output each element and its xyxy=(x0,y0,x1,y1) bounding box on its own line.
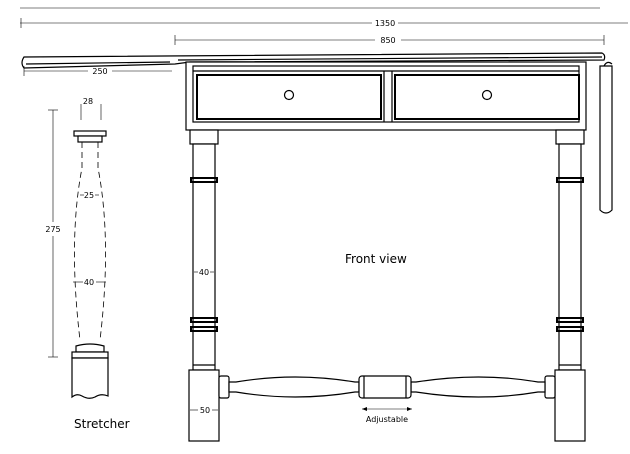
drawer-knob-left[interactable] xyxy=(283,89,295,101)
leg-right xyxy=(554,129,586,442)
dimension-25-label: 25 xyxy=(84,191,94,200)
drawer-left[interactable] xyxy=(283,89,295,101)
dimension-850-label: 850 xyxy=(380,36,395,45)
dimension-40-label: 40 xyxy=(84,278,94,287)
dimension-850: 850 xyxy=(174,35,605,45)
adjustable-label: Adjustable xyxy=(366,415,408,424)
dimension-275-label: 275 xyxy=(45,225,60,234)
dimension-250-label: 250 xyxy=(92,67,107,76)
dimension-1350-label: 1350 xyxy=(375,19,395,28)
dimension-leg-40-label: 40 xyxy=(199,268,209,277)
stretcher-label: Stretcher xyxy=(74,417,130,431)
table-top xyxy=(21,52,606,69)
adjustable-indicator: Adjustable xyxy=(362,407,412,424)
dimension-1350: 1350 xyxy=(20,7,628,28)
dimension-250: 250 xyxy=(23,66,172,76)
dimension-foot-50-label: 50 xyxy=(200,406,210,415)
dimension-foot-50: 50 xyxy=(190,406,218,415)
stretcher-turned xyxy=(218,375,556,399)
drop-leaf xyxy=(599,61,613,214)
front-view-label: Front view xyxy=(345,252,407,266)
dimension-leg-40: 40 xyxy=(194,268,214,277)
apron xyxy=(185,61,587,131)
stretcher-detail: 28 25 40 275 xyxy=(45,97,109,399)
leg-left xyxy=(188,129,220,442)
dimension-28-label: 28 xyxy=(83,97,93,106)
drawer-knob-right[interactable] xyxy=(481,89,493,101)
drawer-right[interactable] xyxy=(481,89,493,101)
